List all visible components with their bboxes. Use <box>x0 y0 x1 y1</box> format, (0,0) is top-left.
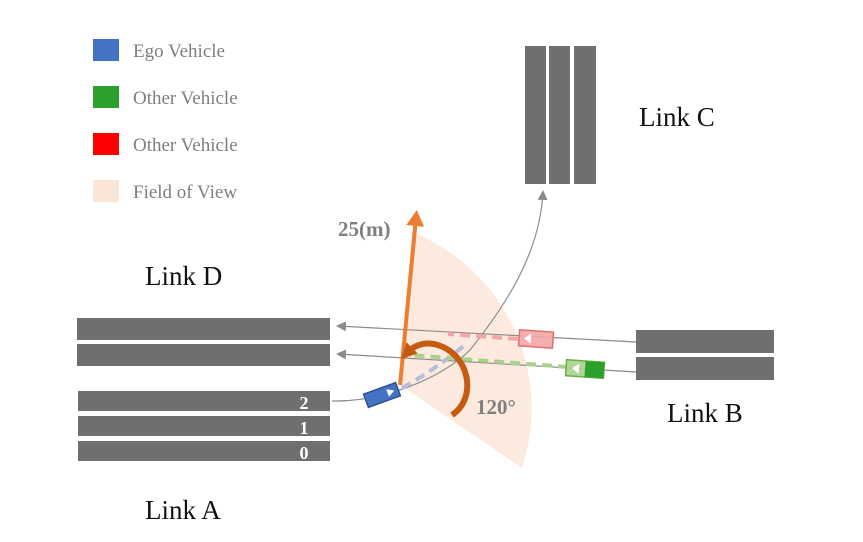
link-c-road <box>525 46 596 184</box>
ego-vehicle <box>362 381 402 409</box>
link-b-label: Link B <box>667 398 743 428</box>
angle-label: 120° <box>476 395 516 419</box>
range-label: 25(m) <box>338 217 390 241</box>
legend-label-red: Other Vehicle <box>133 135 238 156</box>
legend-swatch-ego <box>93 39 119 61</box>
legend: Ego Vehicle Other Vehicle Other Vehicle … <box>93 39 238 203</box>
link-a-road <box>78 391 330 461</box>
red-other-vehicle <box>517 329 555 349</box>
green-other-vehicle <box>564 358 606 380</box>
legend-label-fov: Field of View <box>133 182 237 203</box>
field-of-view-sector <box>400 232 532 468</box>
link-b-road <box>636 330 774 380</box>
route-b-to-d-upper <box>336 321 637 343</box>
green-vehicle-predicted-path <box>409 353 569 369</box>
legend-label-ego: Ego Vehicle <box>133 41 225 62</box>
link-d-road <box>77 318 330 366</box>
link-d-label: Link D <box>145 261 222 291</box>
lane-number-2: 2 <box>300 393 309 413</box>
red-vehicle-predicted-path <box>447 332 519 341</box>
lane-number-1: 1 <box>300 418 309 438</box>
legend-swatch-fov <box>93 180 119 202</box>
legend-swatch-green <box>93 86 119 108</box>
lane-number-0: 0 <box>300 443 309 463</box>
legend-label-green: Other Vehicle <box>133 88 238 109</box>
link-a-label: Link A <box>145 495 221 525</box>
legend-swatch-red <box>93 133 119 155</box>
fov-angle-arrow <box>400 340 471 418</box>
link-c-label: Link C <box>639 102 715 132</box>
ego-predicted-path <box>401 342 468 390</box>
